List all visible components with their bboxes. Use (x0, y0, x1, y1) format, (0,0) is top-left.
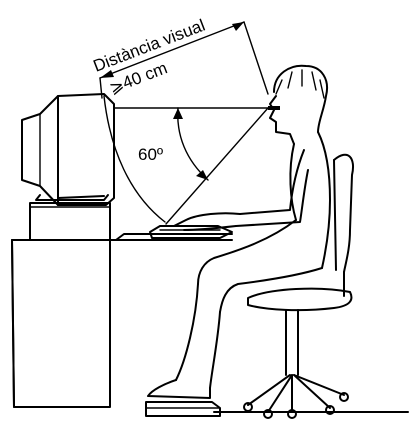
chair (244, 155, 353, 418)
footrest (146, 402, 220, 416)
desk (12, 234, 232, 407)
angle-label: 60º (138, 145, 163, 164)
crt-monitor (22, 94, 114, 240)
sight-lines (104, 96, 268, 224)
